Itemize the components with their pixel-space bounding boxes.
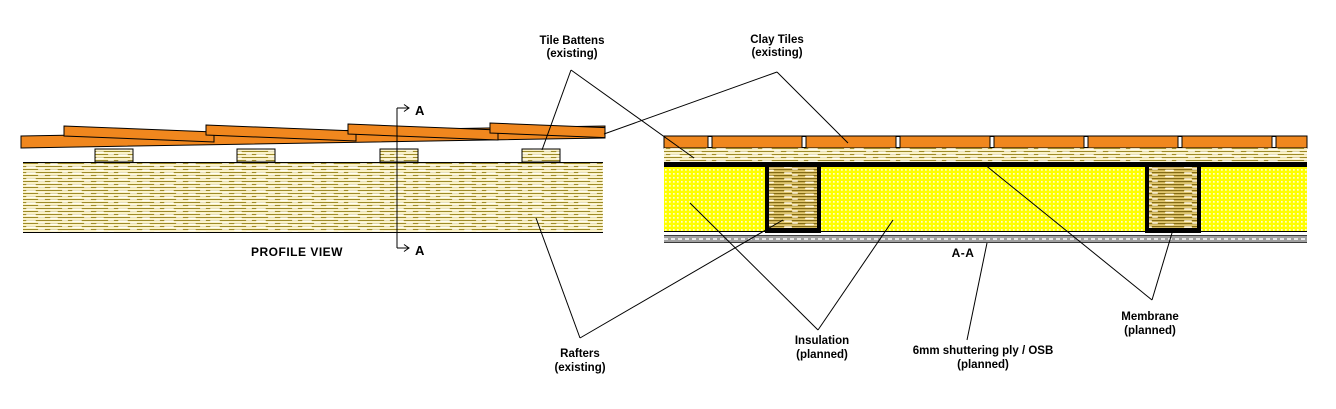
clay-tile bbox=[347, 123, 499, 141]
label-clay-tiles: Clay Tiles bbox=[750, 34, 804, 46]
leader-membrane-right bbox=[1151, 232, 1173, 301]
label-shuttering-ply-status: (planned) bbox=[957, 359, 1009, 371]
section-view-title: A-A bbox=[952, 246, 975, 260]
membrane-line bbox=[664, 162, 1307, 167]
label-shuttering-ply: 6mm shuttering ply / OSB bbox=[913, 345, 1054, 357]
label-membrane-status: (planned) bbox=[1124, 325, 1176, 337]
label-rafters: Rafters bbox=[560, 348, 600, 360]
tile-batten bbox=[94, 148, 134, 163]
clay-tile-band bbox=[663, 135, 1308, 149]
clay-tile bbox=[205, 124, 357, 142]
profile-view: A A PROFILE VIEW bbox=[20, 103, 606, 259]
section-marker-a-bottom: A bbox=[415, 243, 425, 258]
tile-batten bbox=[379, 148, 419, 163]
rafter-board-band bbox=[23, 162, 603, 233]
label-insulation-status: (planned) bbox=[796, 349, 848, 361]
section-cut-line: A A bbox=[396, 103, 425, 258]
label-insulation: Insulation bbox=[795, 335, 849, 347]
tile-batten bbox=[236, 148, 276, 163]
leader-rafters-profile bbox=[535, 217, 581, 339]
rafter-block bbox=[1145, 162, 1201, 233]
leader-insulation-right bbox=[817, 219, 894, 331]
profile-view-title: PROFILE VIEW bbox=[251, 245, 343, 259]
leader-clay-tiles-profile bbox=[603, 71, 778, 135]
section-view: A-A bbox=[663, 135, 1308, 260]
label-rafters-status: (existing) bbox=[554, 362, 605, 374]
rafter-block bbox=[765, 162, 821, 233]
section-marker-a-top: A bbox=[415, 103, 425, 118]
leader-ply bbox=[966, 242, 988, 341]
insulation-panel bbox=[664, 167, 1307, 231]
tile-batten bbox=[521, 148, 561, 163]
label-membrane: Membrane bbox=[1121, 311, 1179, 323]
clay-tile bbox=[63, 125, 215, 143]
label-clay-tiles-status: (existing) bbox=[751, 47, 802, 59]
leader-insulation-left bbox=[689, 202, 819, 331]
batten-band bbox=[664, 148, 1307, 163]
tile-joints bbox=[707, 136, 1277, 148]
leader-membrane-left bbox=[983, 163, 1153, 301]
annotation-labels: Tile Battens (existing) Clay Tiles (exis… bbox=[540, 34, 1179, 374]
leader-tile-battens-section bbox=[570, 69, 695, 159]
clay-tile bbox=[489, 122, 606, 139]
leader-lines bbox=[535, 69, 1173, 341]
leader-tile-battens-profile bbox=[541, 69, 572, 151]
ply-band bbox=[664, 235, 1307, 243]
label-tile-battens: Tile Battens bbox=[540, 35, 605, 47]
leader-clay-tiles-section bbox=[776, 71, 849, 144]
label-tile-battens-status: (existing) bbox=[546, 48, 597, 60]
leader-rafters-section bbox=[579, 219, 784, 339]
